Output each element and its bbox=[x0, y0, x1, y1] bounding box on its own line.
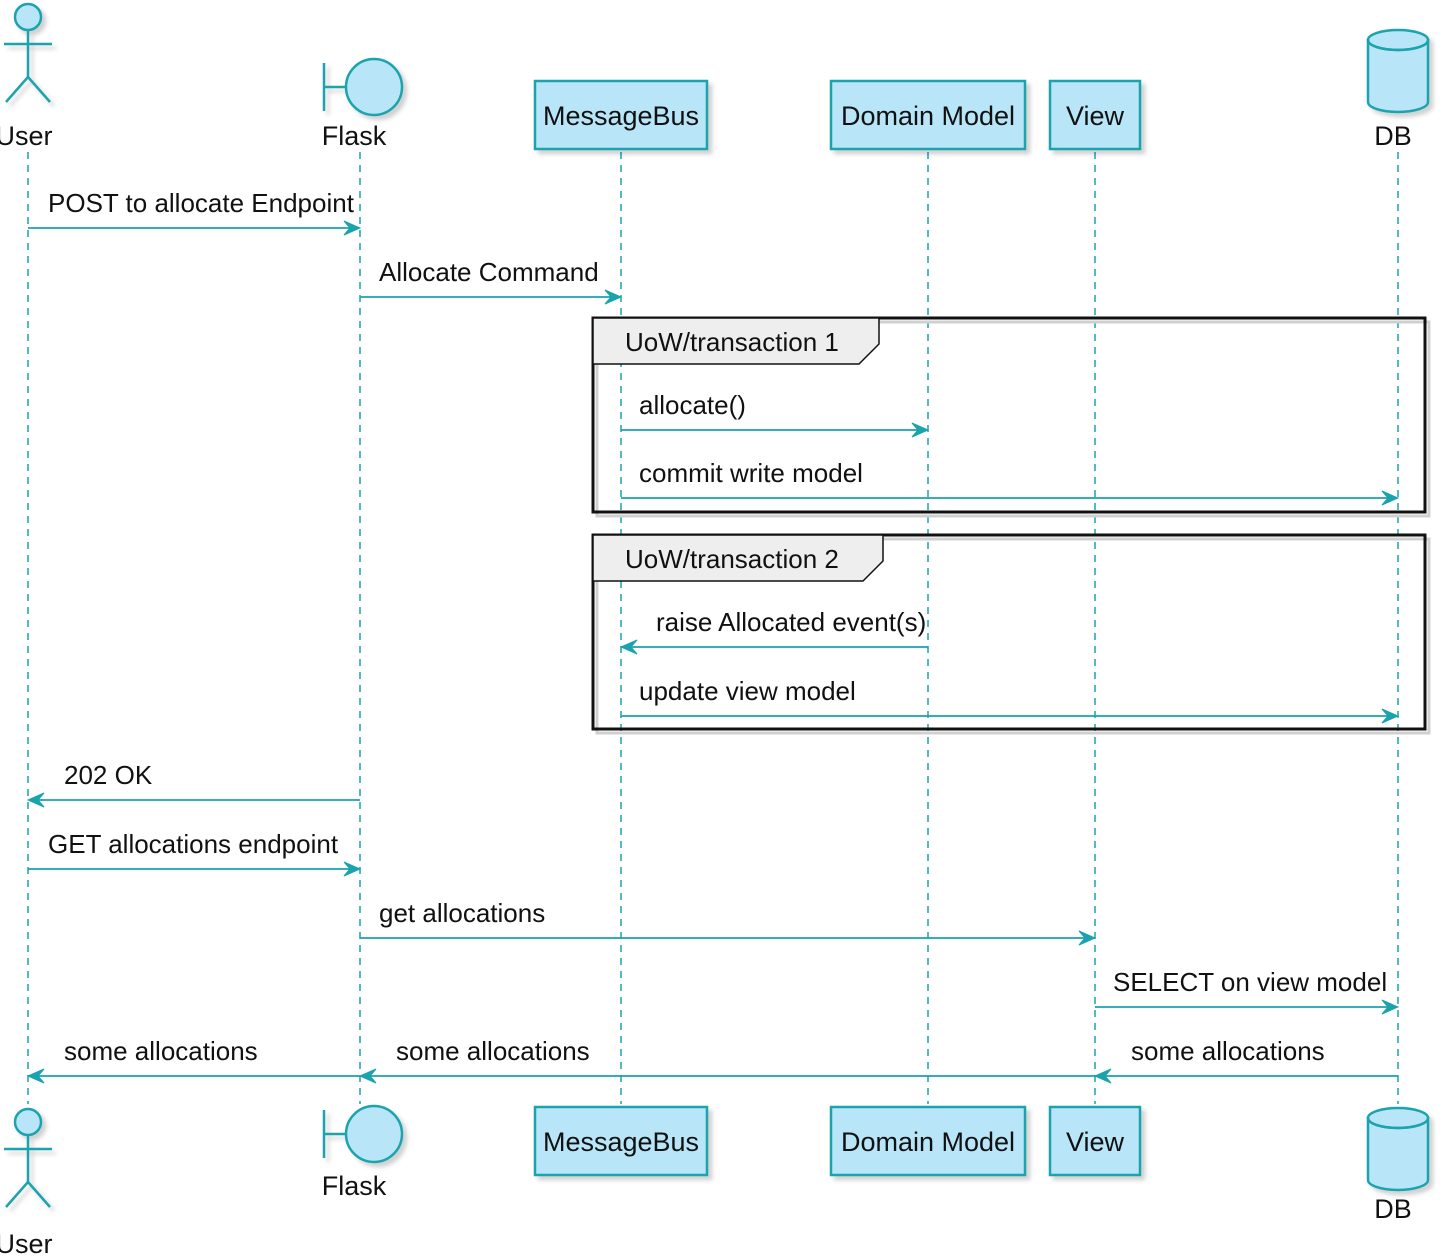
participant-label: Domain Model bbox=[841, 1127, 1015, 1157]
arrowhead-icon bbox=[343, 861, 362, 877]
database-icon bbox=[1366, 28, 1430, 114]
message-label: SELECT on view model bbox=[1113, 967, 1387, 997]
participant-flask-top: Flask bbox=[322, 57, 404, 151]
participant-label: DB bbox=[1374, 121, 1412, 151]
participant-bus-top: MessageBus bbox=[533, 79, 709, 151]
arrowhead-icon bbox=[1093, 1068, 1112, 1084]
participant-label: MessageBus bbox=[543, 101, 699, 131]
message-label: commit write model bbox=[639, 458, 863, 488]
lifelines bbox=[27, 152, 1399, 1104]
arrowhead-icon bbox=[26, 1068, 45, 1084]
participant-flask-bottom: Flask bbox=[322, 1104, 404, 1201]
message-commit-write-model: commit write model bbox=[621, 458, 1400, 506]
participant-label: View bbox=[1066, 1127, 1125, 1157]
arrowhead-icon bbox=[1381, 708, 1400, 724]
message-label: some allocations bbox=[396, 1036, 590, 1066]
participant-bus-bottom: MessageBus bbox=[533, 1105, 709, 1177]
participant-db-top: DB bbox=[1366, 28, 1430, 151]
message-label: some allocations bbox=[1131, 1036, 1325, 1066]
group-frame-border bbox=[591, 533, 1427, 731]
message-label: some allocations bbox=[64, 1036, 258, 1066]
message-label: get allocations bbox=[379, 898, 545, 928]
group-frame-shadow bbox=[595, 320, 1431, 518]
participant-label: Domain Model bbox=[841, 101, 1015, 131]
message-label: allocate() bbox=[639, 390, 746, 420]
message-allocate-command: Allocate Command bbox=[360, 257, 623, 305]
participant-view-top: View bbox=[1048, 79, 1142, 151]
group-tab bbox=[592, 317, 880, 365]
message-label: POST to allocate Endpoint bbox=[48, 188, 355, 218]
participant-label: User bbox=[0, 121, 53, 151]
message-get-allocations-endpoint: GET allocations endpoint bbox=[28, 829, 362, 877]
database-icon bbox=[1366, 1106, 1430, 1192]
group-label: UoW/transaction 1 bbox=[625, 327, 839, 357]
participant-label: Flask bbox=[322, 121, 387, 151]
actor-icon bbox=[4, 2, 52, 103]
message-update-view-model: update view model bbox=[621, 676, 1400, 724]
participant-domain-top: Domain Model bbox=[829, 79, 1027, 151]
group-frame-2: UoW/transaction 2 bbox=[591, 533, 1431, 735]
message-label: GET allocations endpoint bbox=[48, 829, 339, 859]
participant-label: MessageBus bbox=[543, 1127, 699, 1157]
participant-box bbox=[1048, 79, 1142, 151]
participant-domain-bottom: Domain Model bbox=[829, 1105, 1027, 1177]
group-tab bbox=[592, 534, 884, 582]
boundary-icon bbox=[322, 57, 404, 117]
participant-label: Flask bbox=[322, 1171, 387, 1201]
actor-icon bbox=[4, 1107, 52, 1208]
participant-box bbox=[829, 1105, 1027, 1177]
participant-box bbox=[533, 1105, 709, 1177]
arrowhead-icon bbox=[911, 422, 930, 438]
arrowhead-icon bbox=[1381, 999, 1400, 1015]
message-select-on-view-model: SELECT on view model bbox=[1095, 967, 1400, 1015]
arrowhead-icon bbox=[343, 220, 362, 236]
group-frames: UoW/transaction 1 UoW/transaction 2 bbox=[591, 316, 1431, 735]
message-raise-allocated-event-s: raise Allocated event(s) bbox=[619, 607, 928, 655]
arrowhead-icon bbox=[604, 289, 623, 305]
participant-label: User bbox=[0, 1229, 53, 1256]
arrowhead-icon bbox=[358, 1068, 377, 1084]
participant-box bbox=[829, 79, 1027, 151]
arrowhead-icon bbox=[1381, 490, 1400, 506]
group-frame-border bbox=[591, 316, 1427, 514]
group-frame-1: UoW/transaction 1 bbox=[591, 316, 1431, 518]
participant-box bbox=[533, 79, 709, 151]
message-label: 202 OK bbox=[64, 760, 153, 790]
participant-box bbox=[1048, 1105, 1142, 1177]
participant-user-bottom: User bbox=[0, 1107, 53, 1256]
participant-user-top: User bbox=[0, 2, 53, 151]
message-some-allocations: some allocations bbox=[26, 1036, 360, 1084]
message-label: raise Allocated event(s) bbox=[656, 607, 926, 637]
message-get-allocations: get allocations bbox=[360, 898, 1097, 946]
group-frame-shadow bbox=[595, 537, 1431, 735]
participant-view-bottom: View bbox=[1048, 1105, 1142, 1177]
participant-label: View bbox=[1066, 101, 1125, 131]
participant-db-bottom: DB bbox=[1366, 1106, 1430, 1224]
boundary-icon bbox=[322, 1104, 404, 1164]
group-label: UoW/transaction 2 bbox=[625, 544, 839, 574]
message-some-allocations: some allocations bbox=[1093, 1036, 1398, 1084]
arrowhead-icon bbox=[26, 792, 45, 808]
message-202-ok: 202 OK bbox=[26, 760, 360, 808]
message-allocate: allocate() bbox=[621, 390, 930, 438]
message-some-allocations: some allocations bbox=[358, 1036, 1095, 1084]
message-post-to-allocate-endpoint: POST to allocate Endpoint bbox=[28, 188, 362, 236]
message-label: Allocate Command bbox=[379, 257, 599, 287]
arrowhead-icon bbox=[619, 639, 638, 655]
arrowhead-icon bbox=[1078, 930, 1097, 946]
message-label: update view model bbox=[639, 676, 856, 706]
participant-label: DB bbox=[1374, 1194, 1412, 1224]
